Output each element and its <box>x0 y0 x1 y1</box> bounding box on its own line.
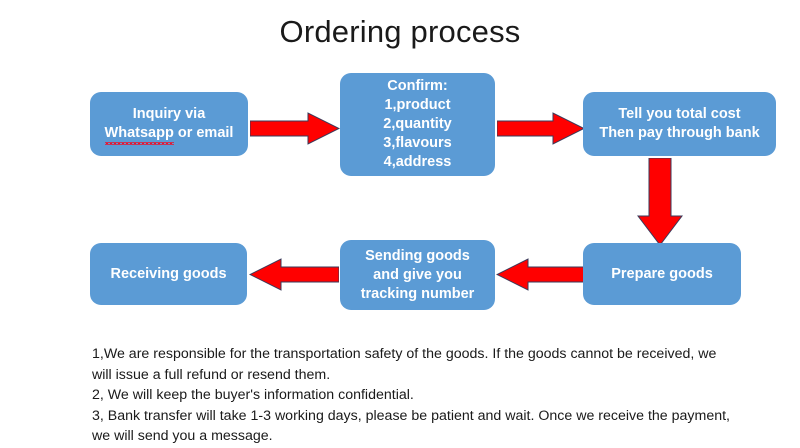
inquiry-line-1: Inquiry via <box>132 106 206 122</box>
sending-line-2: and give you <box>373 266 462 283</box>
whatsapp-misspelled-word: Whatsapp <box>104 125 175 145</box>
confirm-line-1: Confirm: <box>387 78 448 94</box>
confirm-line-4: 3,flavours <box>383 135 452 151</box>
sending-goods-box-text: Sending goods and give you tracking numb… <box>346 247 489 304</box>
arrow-inquiry-to-confirm <box>250 112 340 145</box>
arrow-sending-to-receiving <box>249 258 339 291</box>
note-2: 2, We will keep the buyer's information … <box>92 387 414 403</box>
arrow-confirm-to-total-cost <box>497 112 585 145</box>
confirm-line-3: 2,quantity <box>383 116 452 132</box>
receiving-goods-box-text: Receiving goods <box>96 265 241 284</box>
inquiry-box-text: Inquiry via Whatsapp or email <box>96 105 242 145</box>
total-cost-box[interactable]: Tell you total cost Then pay through ban… <box>583 92 776 156</box>
terms-notes: 1,We are responsible for the transportat… <box>92 344 732 447</box>
note-1: 1,We are responsible for the transportat… <box>92 346 717 383</box>
inquiry-box[interactable]: Inquiry via Whatsapp or email <box>90 92 248 156</box>
confirm-line-5: 4,address <box>383 154 452 170</box>
prepare-goods-box[interactable]: Prepare goods <box>583 243 741 305</box>
receiving-line-1: Receiving goods <box>110 265 227 282</box>
sending-line-3: tracking number <box>360 285 475 302</box>
inquiry-line-2: Whatsapp or email <box>104 125 234 145</box>
total-cost-box-text: Tell you total cost Then pay through ban… <box>589 105 770 143</box>
page-title: Ordering process <box>279 14 521 49</box>
confirm-line-2: 1,product <box>384 97 451 113</box>
total-cost-line-1: Tell you total cost <box>618 106 741 122</box>
arrow-total-cost-to-prepare <box>637 158 683 246</box>
arrow-prepare-to-sending <box>496 258 585 291</box>
prepare-goods-box-text: Prepare goods <box>589 265 735 284</box>
confirm-box-text: Confirm: 1,product 2,quantity 3,flavours… <box>346 77 489 172</box>
sending-line-1: Sending goods <box>365 247 470 264</box>
total-cost-line-2: Then pay through bank <box>599 125 760 141</box>
receiving-goods-box[interactable]: Receiving goods <box>90 243 247 305</box>
note-3: 3, Bank transfer will take 1-3 working d… <box>92 407 730 445</box>
sending-goods-box[interactable]: Sending goods and give you tracking numb… <box>340 240 495 310</box>
confirm-box[interactable]: Confirm: 1,product 2,quantity 3,flavours… <box>340 73 495 176</box>
prepare-line-1: Prepare goods <box>611 265 713 282</box>
